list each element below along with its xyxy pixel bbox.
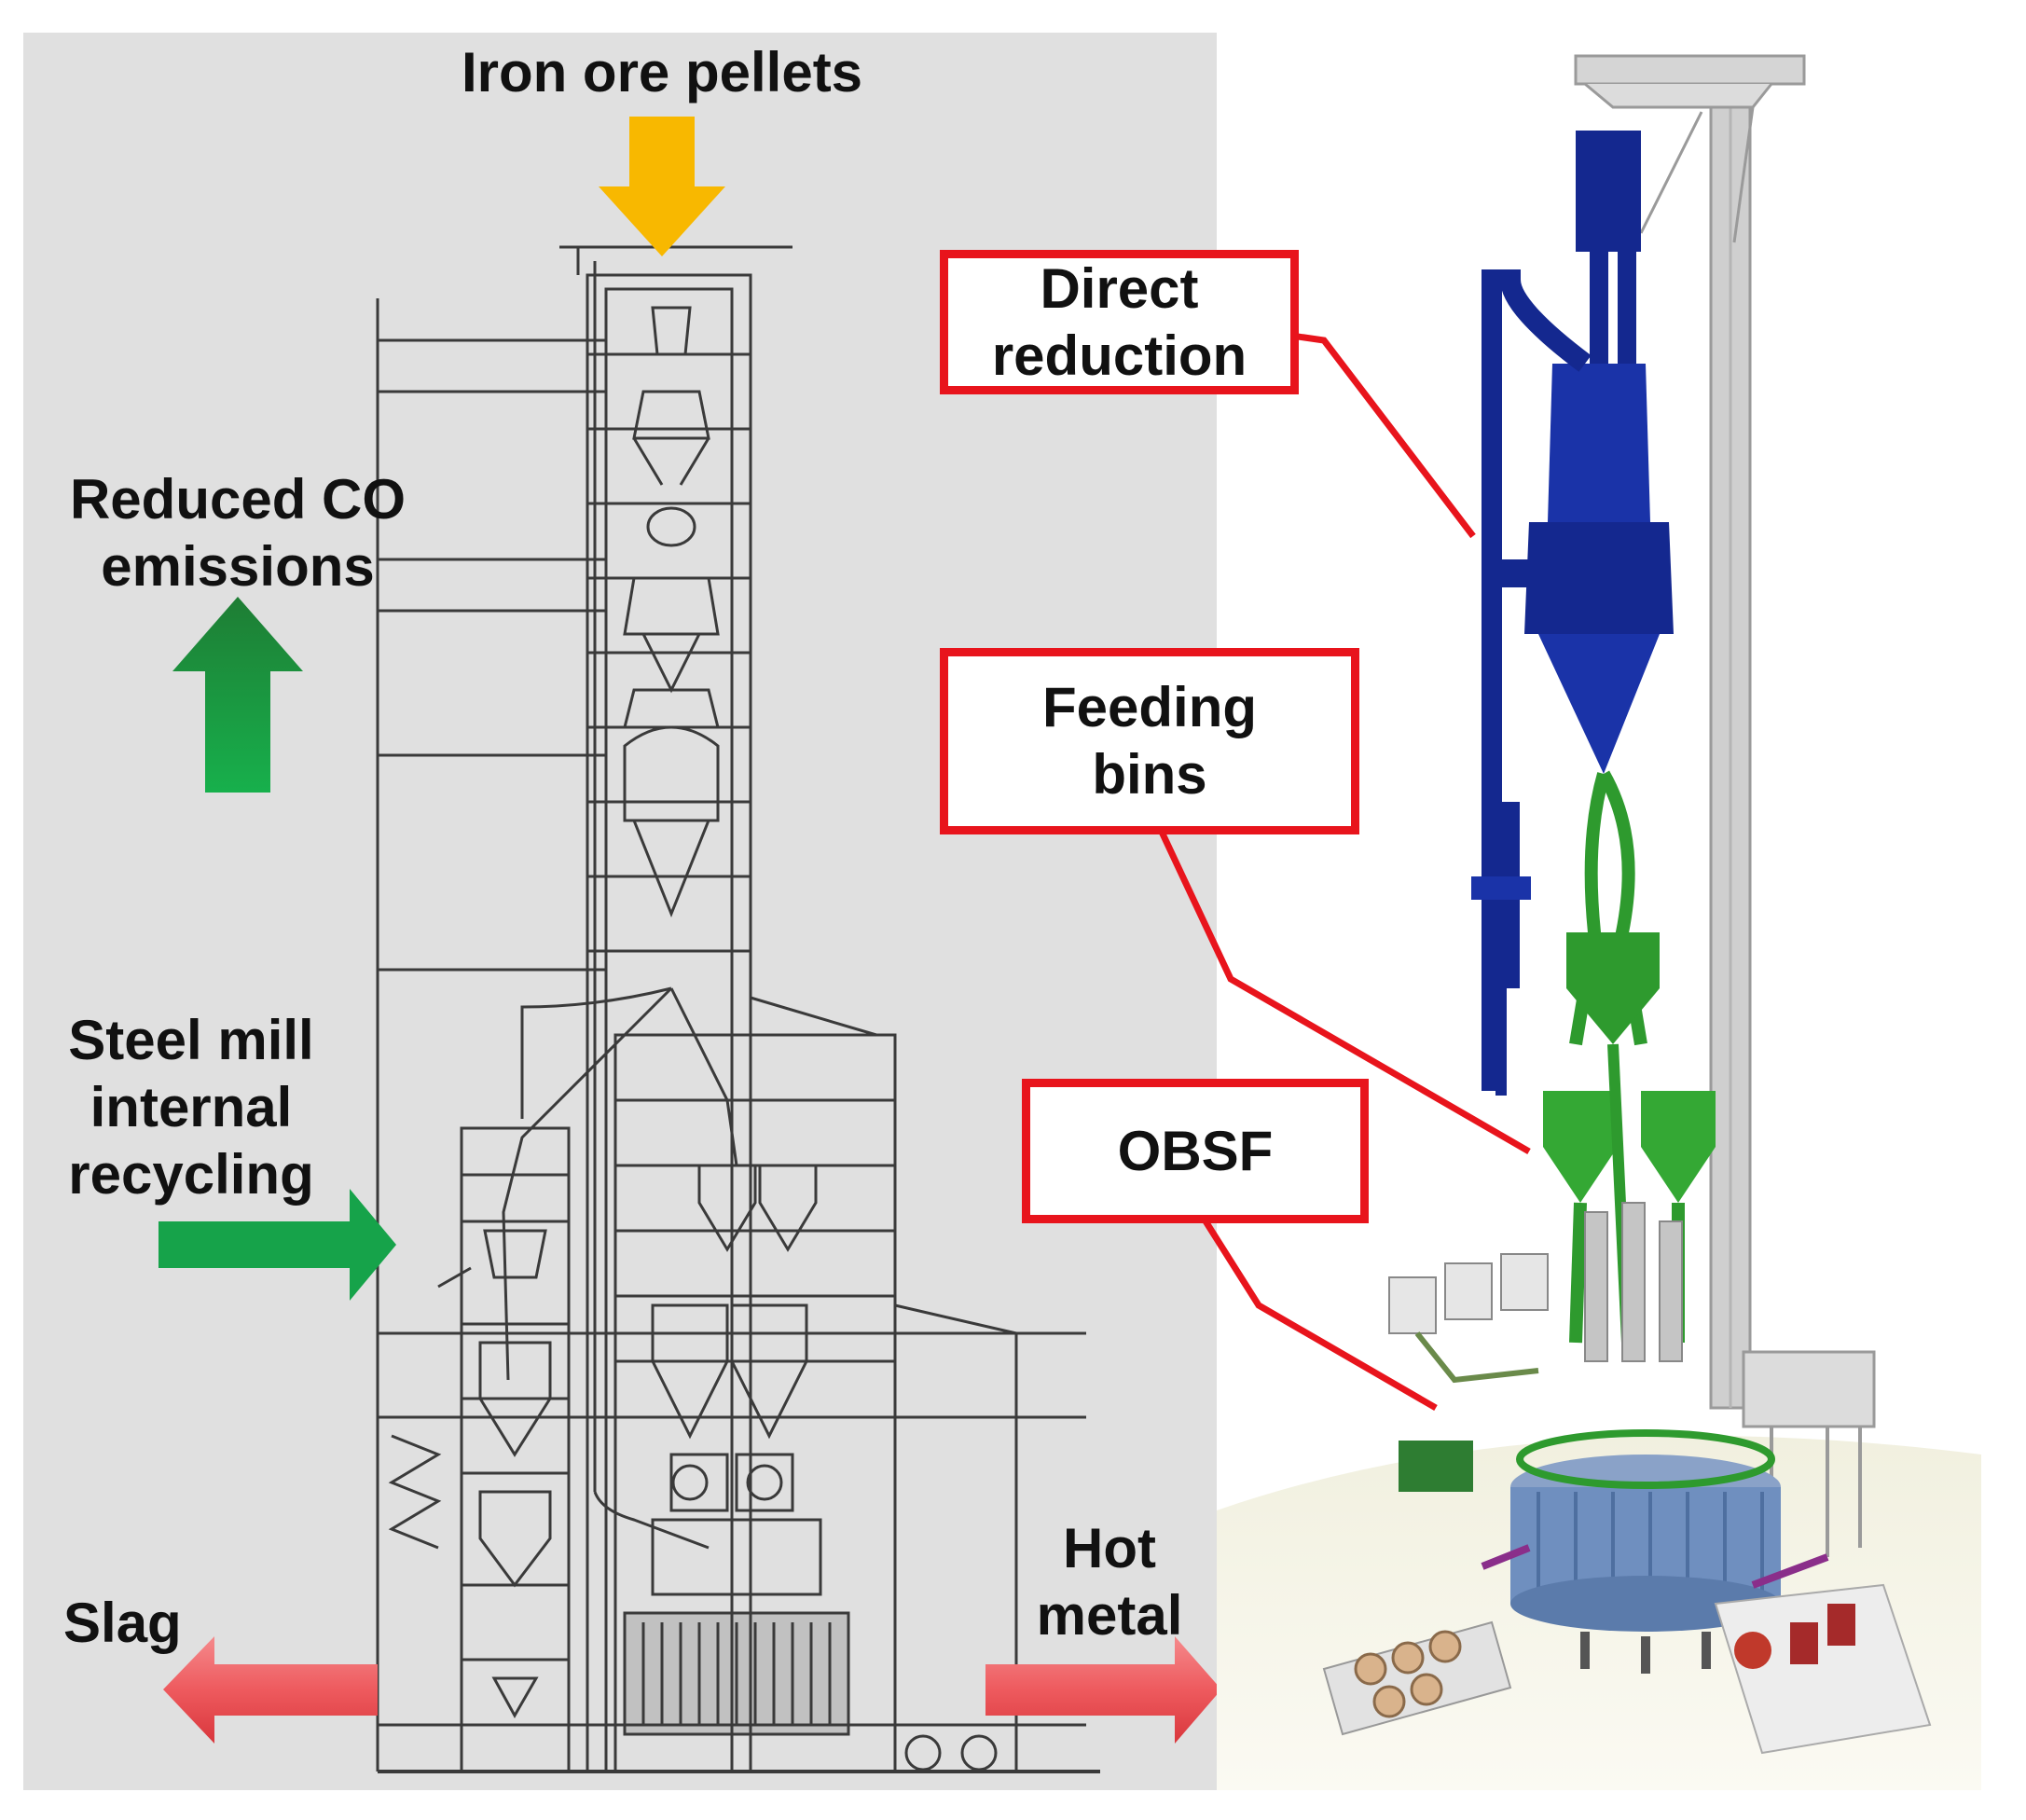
steel-mill-recycling-label: Steel mill internal recycling <box>47 1007 336 1208</box>
steel-mill-line1: Steel mill <box>68 1009 314 1071</box>
plant-elevation-drawing <box>376 245 1100 1773</box>
emissions-up-arrow <box>172 597 303 793</box>
reduced-co-line1: Reduced CO <box>69 468 407 531</box>
direct-reduction-line1: Direct <box>1040 256 1199 320</box>
obsf-label: OBSF <box>1117 1119 1274 1182</box>
direct-reduction-leader <box>1290 332 1476 539</box>
direct-reduction-line2: reduction <box>991 324 1247 387</box>
steel-mill-line3: recycling <box>68 1143 314 1206</box>
hot-metal-line2: metal <box>1036 1584 1183 1647</box>
feeding-bins-leader <box>1157 828 1531 1155</box>
direct-reduction-callout: Direct reduction <box>940 250 1299 394</box>
hot-metal-label: Hot metal <box>1012 1515 1207 1649</box>
feeding-bins-line2: bins <box>1092 743 1207 806</box>
obsf-callout: OBSF <box>1022 1079 1369 1223</box>
plant-3d-model <box>1217 54 1981 1790</box>
reduced-co-emissions-label: Reduced CO emissions <box>47 466 429 600</box>
hot-metal-line1: Hot <box>1063 1517 1156 1579</box>
feeding-bins-callout: Feeding bins <box>940 648 1359 834</box>
recycling-input-arrow <box>158 1189 396 1301</box>
hot-metal-output-arrow <box>985 1636 1221 1744</box>
iron-ore-pellets-label: Iron ore pellets <box>461 41 863 103</box>
reduced-co-line2: emissions <box>101 535 375 598</box>
feeding-bins-line1: Feeding <box>1041 676 1257 738</box>
iron-ore-input-arrow <box>599 117 725 256</box>
obsf-leader <box>1200 1215 1438 1412</box>
steel-mill-line2: internal <box>90 1076 293 1138</box>
slag-label: Slag <box>63 1592 182 1654</box>
slag-output-arrow <box>163 1636 378 1744</box>
